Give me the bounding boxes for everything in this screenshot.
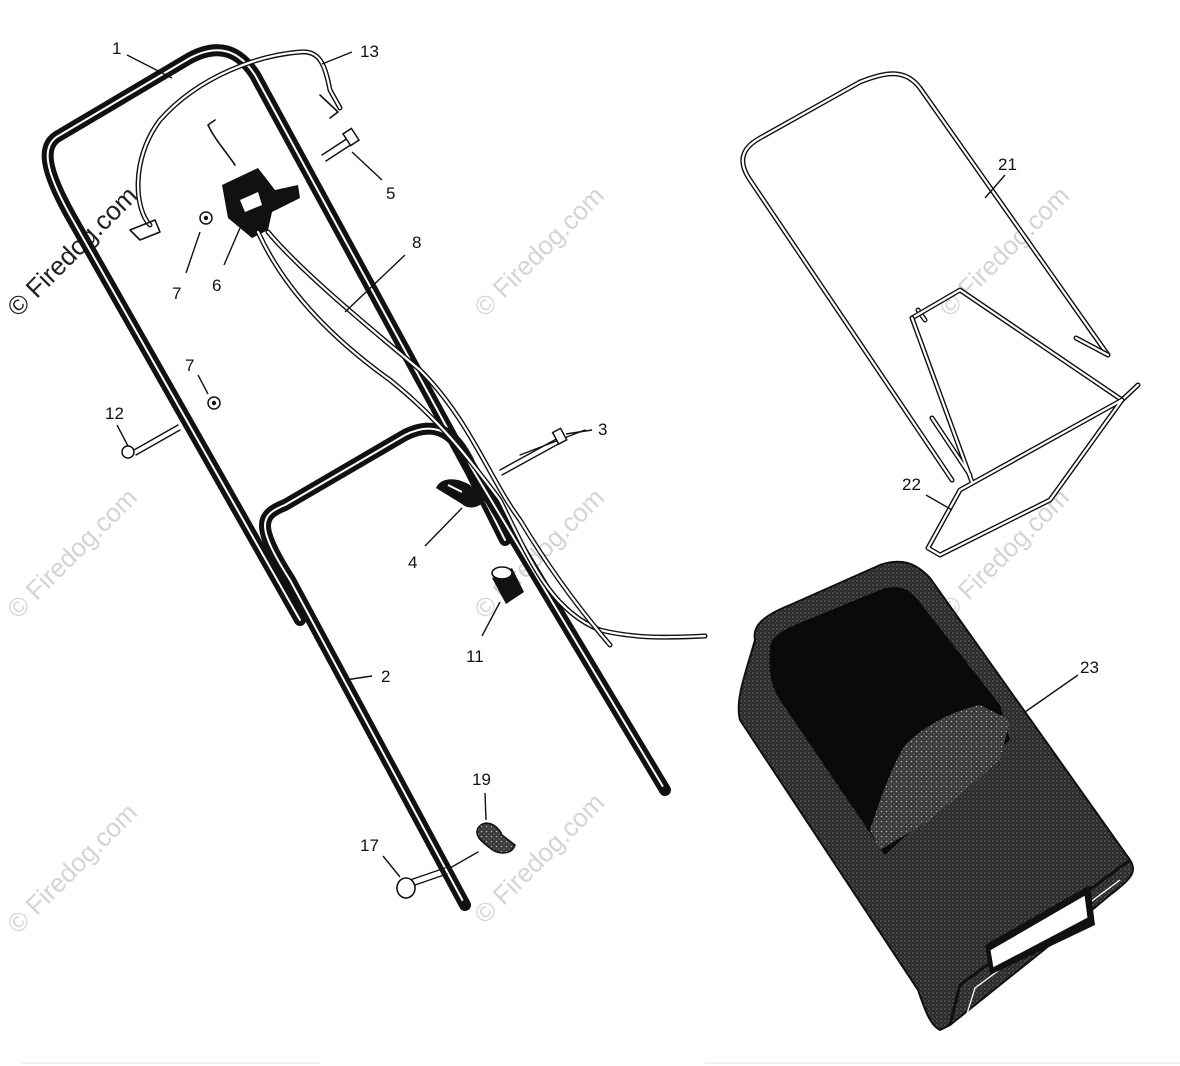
callout-5: 5 — [351, 151, 395, 203]
callout-1: 1 — [112, 39, 173, 79]
callout-19: 19 — [472, 770, 491, 821]
callout-label: 5 — [386, 184, 395, 203]
bag-support-part-22 — [909, 315, 1125, 558]
nut-part-7-lower — [207, 396, 221, 410]
callout-label: 3 — [598, 420, 607, 439]
control-cable-part-8 — [255, 229, 708, 648]
callout-7-lower: 7 — [185, 356, 209, 395]
eye-bolt-part-12 — [121, 424, 181, 459]
callout-3: 3 — [565, 420, 607, 439]
grass-bag-part-23 — [737, 560, 1135, 1032]
bolt-part-5 — [321, 127, 361, 162]
callout-label: 11 — [466, 647, 484, 666]
watermark-text: © Firedog.com — [468, 787, 610, 929]
wing-nut-part-19 — [476, 822, 516, 854]
callout-label: 1 — [112, 39, 121, 58]
callout-label: 13 — [360, 42, 379, 61]
callout-7-upper: 7 — [172, 231, 201, 303]
watermark-text: © Firedog.com — [933, 180, 1075, 322]
carriage-bolt-part-17 — [396, 851, 479, 899]
callout-17: 17 — [360, 836, 401, 878]
wing-knob-part-4 — [436, 479, 485, 508]
callout-4: 4 — [408, 507, 463, 572]
callout-label: 22 — [902, 475, 921, 494]
callout-8: 8 — [344, 233, 421, 313]
callout-21: 21 — [984, 155, 1017, 199]
callout-11: 11 — [466, 601, 501, 666]
callout-label: 7 — [172, 284, 181, 303]
spacer-part-11 — [491, 566, 524, 604]
bag-frame-part-21 — [740, 71, 1141, 483]
watermark-text: © Firedog.com — [1, 482, 143, 624]
callouts: 1 13 5 7 6 8 7 12 — [105, 39, 1099, 878]
callout-label: 4 — [408, 553, 417, 572]
callout-6: 6 — [212, 227, 241, 295]
callout-label: 8 — [412, 233, 421, 252]
control-lever-part-6 — [207, 119, 300, 238]
nut-part-7 — [199, 211, 213, 225]
callout-label: 7 — [185, 356, 194, 375]
callout-2: 2 — [344, 667, 390, 686]
callout-13: 13 — [321, 42, 379, 65]
callout-12: 12 — [105, 404, 129, 447]
callout-label: 2 — [381, 667, 390, 686]
callout-label: 23 — [1080, 658, 1099, 677]
callout-label: 19 — [472, 770, 491, 789]
callout-label: 21 — [998, 155, 1017, 174]
callout-23: 23 — [1024, 658, 1099, 713]
callout-label: 17 — [360, 836, 379, 855]
callout-22: 22 — [902, 475, 953, 511]
bail-part-13 — [129, 49, 343, 241]
bolt-part-3 — [499, 427, 586, 476]
callout-label: 12 — [105, 404, 124, 423]
watermark-text: © Firedog.com — [468, 180, 610, 322]
callout-label: 6 — [212, 276, 221, 295]
watermark-text: © Firedog.com — [1, 797, 143, 939]
